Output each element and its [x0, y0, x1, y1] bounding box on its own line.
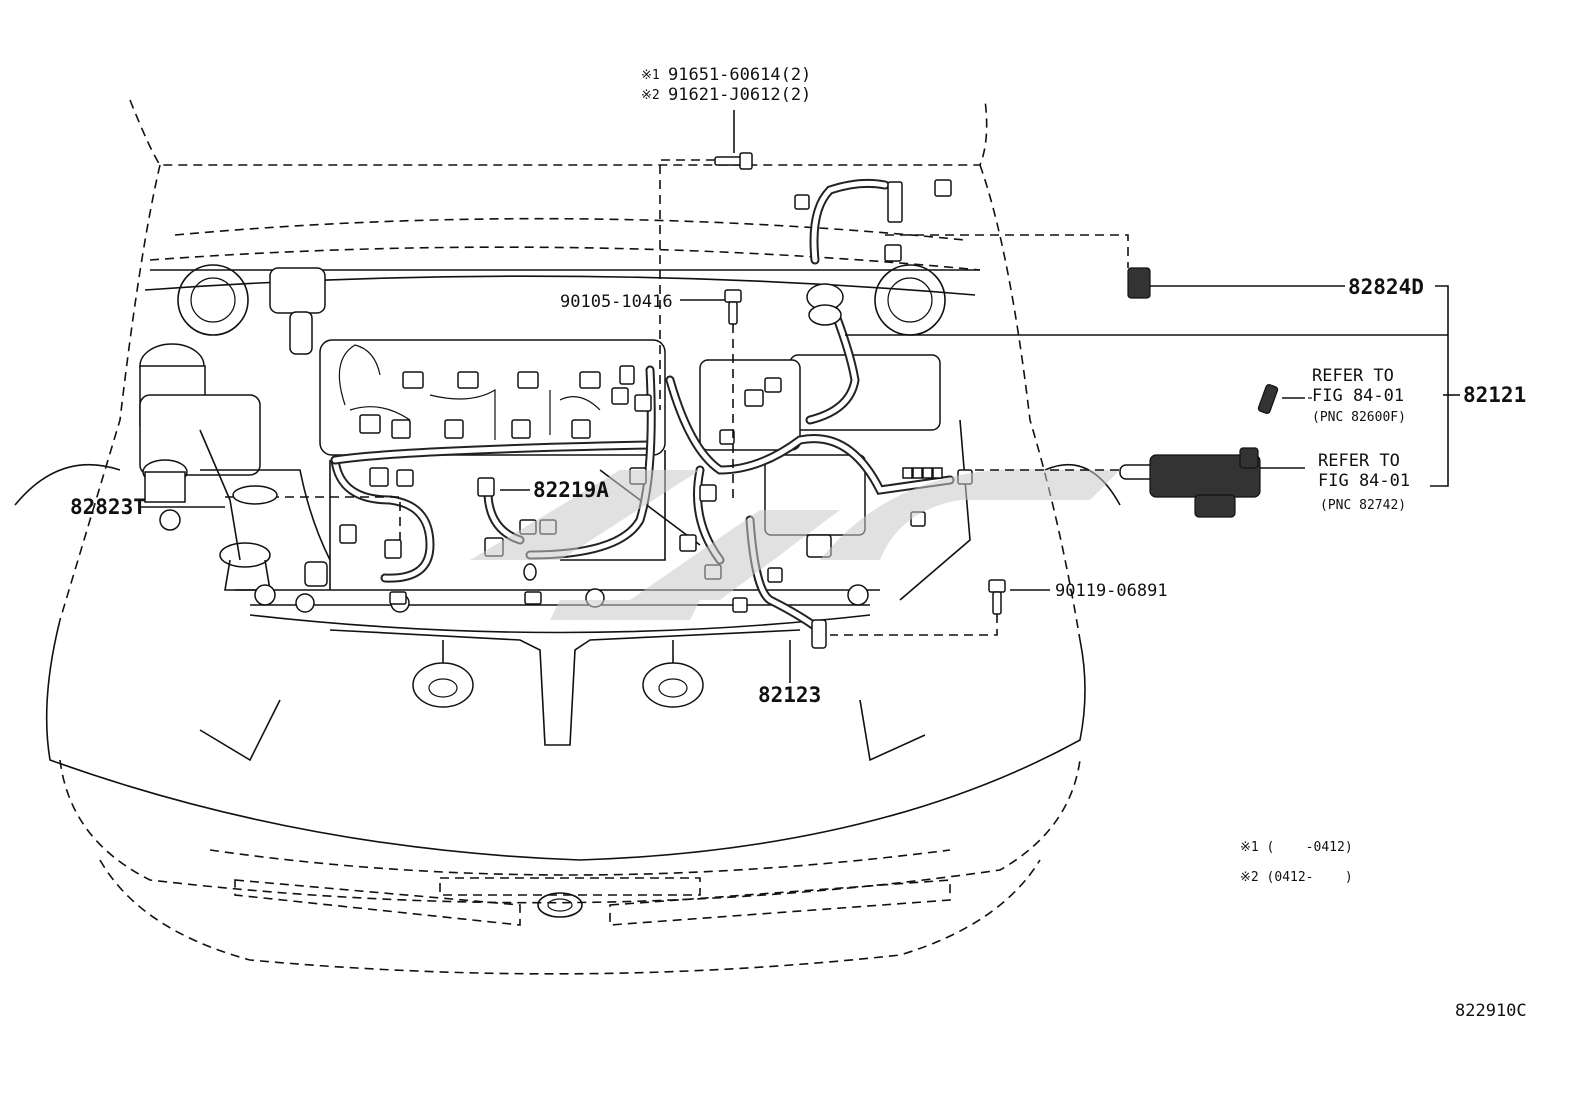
- label-91621-J0612: 91621-J0612(2): [668, 85, 811, 105]
- car-body-outline: [14, 99, 1121, 975]
- leader-lines: [138, 110, 1460, 683]
- refer1-line2: FIG 84-01: [1312, 386, 1404, 406]
- applicability-note-2: ※2 (0412- ): [1240, 870, 1353, 885]
- label-82121: 82121: [1463, 383, 1526, 407]
- label-82823T: 82823T: [70, 495, 146, 519]
- label-91651-60614: 91651-60614(2): [668, 65, 811, 85]
- applicability-note-1: ※1 ( -0412): [1240, 840, 1353, 855]
- label-82824D: 82824D: [1348, 275, 1424, 299]
- labels: ※1 91651-60614(2) ※2 91621-J0612(2) 9010…: [70, 65, 1527, 1021]
- label-90119-06891: 90119-06891: [1055, 581, 1168, 601]
- label-82123: 82123: [758, 683, 821, 707]
- label-90105-10416: 90105-10416: [560, 292, 673, 312]
- refer2-line3: (PNC 82742): [1320, 498, 1406, 513]
- engine-bay: [139, 264, 980, 746]
- refer1-line1: REFER TO: [1312, 366, 1394, 386]
- note2-mark: ※2: [641, 88, 660, 103]
- note1-mark: ※1: [641, 68, 660, 83]
- label-82219A: 82219A: [533, 478, 609, 502]
- bolt-90105: [724, 289, 742, 325]
- part-82824D-shape: [1127, 267, 1151, 299]
- bolt-91651: [714, 152, 753, 170]
- refer1-line3: (PNC 82600F): [1312, 410, 1406, 425]
- part-82742-shape: [1119, 447, 1261, 518]
- part-82600F-shape: [1257, 384, 1279, 414]
- figure-code: 822910C: [1455, 1001, 1527, 1021]
- refer2-line2: FIG 84-01: [1318, 471, 1410, 491]
- bolt-90119: [988, 579, 1006, 615]
- watermark: [470, 469, 1120, 620]
- refer2-line1: REFER TO: [1318, 451, 1400, 471]
